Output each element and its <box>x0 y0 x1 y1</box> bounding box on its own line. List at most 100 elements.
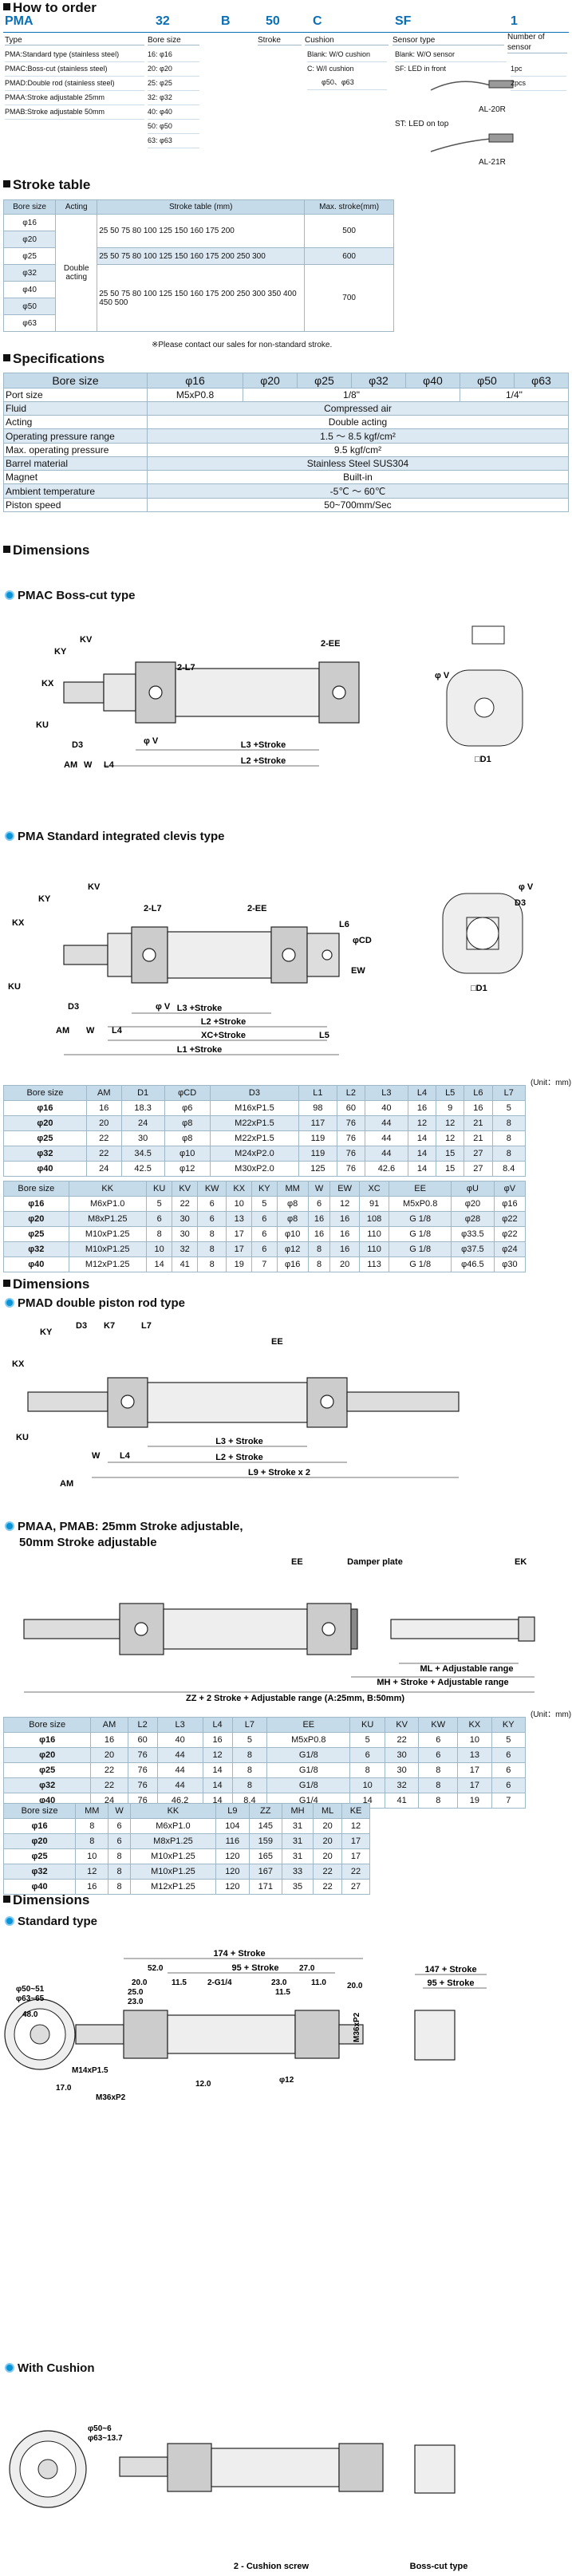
value-cell: 21 <box>464 1115 493 1131</box>
svg-text:W: W <box>86 1026 95 1036</box>
value-cell: 44 <box>364 1115 408 1131</box>
svg-text:2-EE: 2-EE <box>321 639 340 649</box>
svg-text:EE: EE <box>291 1557 303 1567</box>
bore-cell: φ32 <box>3 1241 69 1257</box>
bore-cell: φ20 <box>3 1211 69 1227</box>
value-cell: 42.6 <box>364 1161 408 1177</box>
value-cell: 8 <box>108 1879 131 1895</box>
code-bore: 32 <box>156 14 170 28</box>
value-cell: M24xP2.0 <box>209 1146 300 1162</box>
value-cell: 8 <box>231 1747 268 1763</box>
col-header: KV <box>172 1181 198 1197</box>
value-cell: 6 <box>108 1818 131 1834</box>
svg-text:W: W <box>84 760 93 770</box>
value-cell: 16 <box>307 1226 331 1242</box>
value-cell: 108 <box>358 1211 390 1227</box>
value-cell: 5 <box>349 1732 385 1748</box>
value-cell: 110 <box>358 1226 390 1242</box>
col-header: W <box>108 1803 131 1819</box>
col-header: MM <box>276 1181 309 1197</box>
code-stroke: 50 <box>266 14 280 28</box>
value-cell: 22 <box>384 1732 420 1748</box>
svg-text:φ V: φ V <box>144 736 159 746</box>
cushion-screw-label: 2 - Cushion screw <box>234 2562 310 2571</box>
value-cell: 120 <box>215 1848 250 1864</box>
value-cell: 27 <box>464 1146 493 1162</box>
value-cell: 44 <box>364 1130 408 1146</box>
col-header: L7 <box>231 1717 268 1733</box>
value-cell: 6 <box>145 1211 173 1227</box>
unit-label-1: (Unit：mm) <box>531 1079 572 1087</box>
col-header: EE <box>266 1717 351 1733</box>
svg-text:D3: D3 <box>76 1321 87 1331</box>
value-cell: 5 <box>491 1732 527 1748</box>
value-cell: G 1/8 <box>389 1256 452 1272</box>
svg-text:11.5: 11.5 <box>172 1978 187 1987</box>
value-cell: 19 <box>226 1256 253 1272</box>
value-cell: M5xP0.8 <box>266 1732 351 1748</box>
value-cell: φ46.5 <box>450 1256 495 1272</box>
value-cell: φ8 <box>276 1211 309 1227</box>
value-cell: 119 <box>298 1130 337 1146</box>
standard-type-subtitle: Standard type <box>5 1915 97 1928</box>
value-cell: 17 <box>341 1833 370 1849</box>
col-header: W <box>307 1181 331 1197</box>
value-cell: 5 <box>231 1732 268 1748</box>
svg-text:□D1: □D1 <box>475 755 491 764</box>
value-cell: φ12 <box>164 1161 211 1177</box>
specs-title: Specifications <box>3 351 105 367</box>
svg-text:KU: KU <box>16 1433 29 1442</box>
value-cell: 167 <box>248 1864 282 1880</box>
acting-cell: Double acting <box>55 214 98 332</box>
pmac-subtitle: PMAC Boss-cut type <box>5 589 136 602</box>
col-header: KU <box>349 1717 385 1733</box>
svg-text:AM: AM <box>56 1026 69 1036</box>
svg-text:KV: KV <box>88 882 101 892</box>
value-cell: 24 <box>85 1161 122 1177</box>
value-cell: 10 <box>226 1196 253 1212</box>
value-cell: φ16 <box>493 1196 527 1212</box>
value-cell: 33 <box>281 1864 314 1880</box>
pmaa-mh-label: MH + Stroke + Adjustable range <box>377 1678 508 1687</box>
bore-cell: φ16 <box>3 1196 69 1212</box>
pma-xc-label: XC+Stroke <box>201 1031 246 1040</box>
svg-text:KX: KX <box>12 918 25 928</box>
svg-text:23.0: 23.0 <box>128 1998 144 2006</box>
col-header: KU <box>145 1181 173 1197</box>
value-cell: M12xP1.25 <box>68 1256 147 1272</box>
value-cell: 14 <box>202 1762 233 1778</box>
value-cell: 44 <box>156 1777 203 1793</box>
value-cell: 6 <box>307 1196 331 1212</box>
value-cell: 16 <box>329 1241 360 1257</box>
std-174-label: 174 + Stroke <box>213 1949 265 1959</box>
bore-cell: φ25 <box>2 1762 92 1778</box>
value-cell: 41 <box>172 1256 198 1272</box>
code-num: 1 <box>511 14 518 28</box>
pmac-l2-label: L2 +Stroke <box>241 756 286 766</box>
bore-cell: φ25 <box>3 1226 69 1242</box>
value-cell: 31 <box>281 1833 314 1849</box>
col-header: AM <box>85 1085 122 1101</box>
value-cell: φ8 <box>164 1115 211 1131</box>
svg-text:□D1: □D1 <box>471 984 487 993</box>
value-cell: 8 <box>196 1256 227 1272</box>
svg-text:EK: EK <box>515 1557 527 1567</box>
pmaa-subtitle-2: 50mm Stroke adjustable <box>19 1536 157 1549</box>
pma-side-view: φ VD3 □D1 <box>442 882 534 993</box>
svg-text:φ V: φ V <box>519 882 534 892</box>
value-cell: 41 <box>384 1793 420 1809</box>
value-cell: M6xP1.0 <box>68 1196 147 1212</box>
value-cell: 6 <box>491 1762 527 1778</box>
value-cell: 22 <box>90 1777 128 1793</box>
value-cell: 20 <box>90 1747 128 1763</box>
value-cell: M10xP1.25 <box>129 1864 217 1880</box>
